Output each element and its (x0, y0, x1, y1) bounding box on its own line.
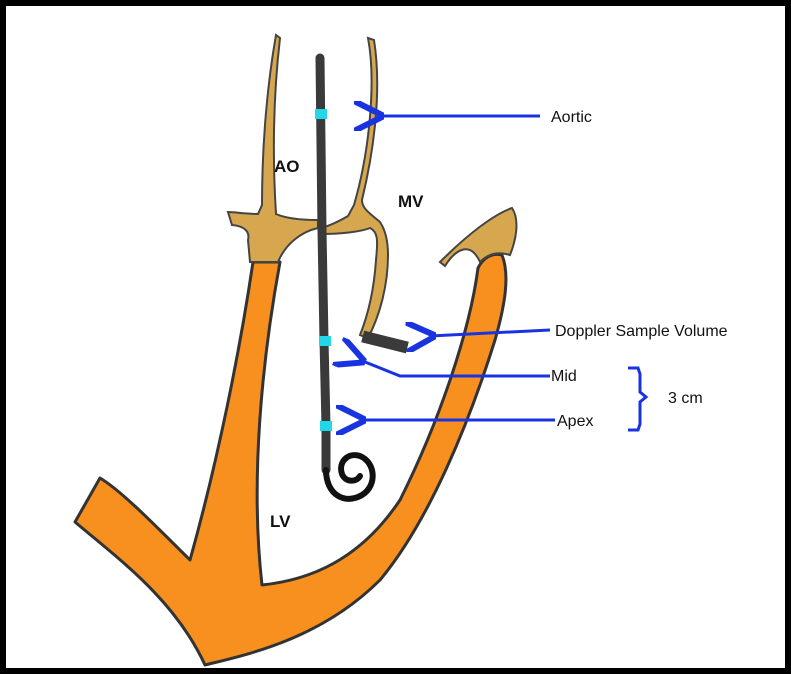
label-distance: 3 cm (668, 390, 703, 407)
sensor-apex (320, 421, 332, 431)
label-ao: AO (274, 157, 300, 176)
label-lv: LV (270, 512, 291, 531)
label-aortic: Aortic (551, 109, 592, 126)
label-doppler: Doppler Sample Volume (555, 323, 728, 340)
label-mv: MV (398, 192, 424, 211)
sensor-mid (319, 336, 331, 346)
label-mid: Mid (551, 368, 577, 385)
label-apex: Apex (557, 413, 593, 430)
sensor-aortic (315, 109, 327, 119)
